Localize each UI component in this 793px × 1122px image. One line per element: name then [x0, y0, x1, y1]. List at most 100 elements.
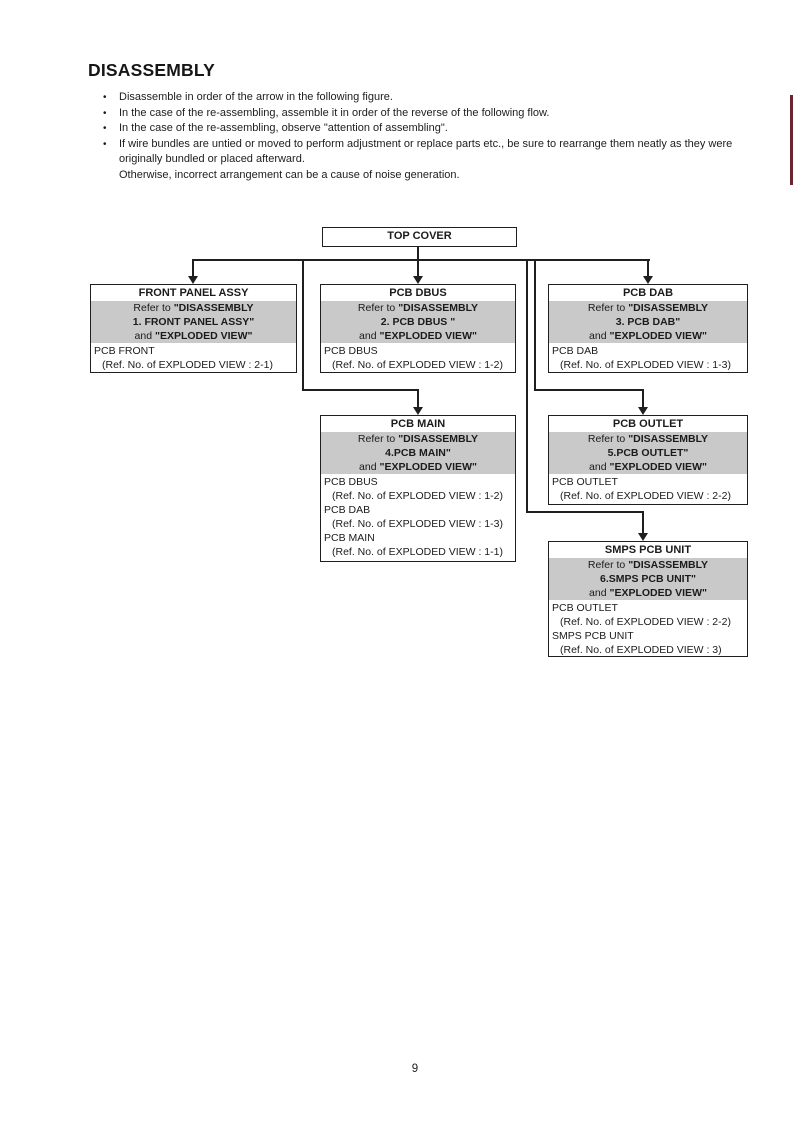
refer-line: 5.PCB OUTLET" — [551, 446, 745, 460]
list-item: • In the case of the re-assembling, obse… — [103, 121, 775, 137]
refer-prefix: and — [589, 330, 610, 342]
instruction-text: Disassemble in order of the arrow in the… — [119, 91, 393, 103]
refer-bold: "DISASSEMBLY — [173, 302, 254, 314]
refer-prefix: and — [359, 330, 380, 342]
flow-box-pcb-dab: PCB DAB Refer to "DISASSEMBLY 3. PCB DAB… — [548, 284, 748, 373]
refer-section: Refer to "DISASSEMBLY 6.SMPS PCB UNIT" a… — [549, 558, 747, 600]
refer-section: Refer to "DISASSEMBLY 1. FRONT PANEL ASS… — [91, 301, 296, 343]
connector-drop-front-panel — [192, 259, 194, 277]
connector-drop-pcb-outlet — [642, 389, 644, 409]
refer-line: and "EXPLODED VIEW" — [93, 329, 294, 343]
refer-prefix: and — [589, 461, 610, 473]
refer-line: and "EXPLODED VIEW" — [551, 586, 745, 600]
arrow-down-icon — [413, 407, 423, 415]
refer-section: Refer to "DISASSEMBLY 2. PCB DBUS " and … — [321, 301, 515, 343]
connector-drop-pcb-main — [417, 389, 419, 409]
refer-section: Refer to "DISASSEMBLY 4.PCB MAIN" and "E… — [321, 432, 515, 474]
flow-box-title: PCB OUTLET — [612, 418, 684, 430]
refer-line: and "EXPLODED VIEW" — [551, 329, 745, 343]
refer-section: Refer to "DISASSEMBLY 3. PCB DAB" and "E… — [549, 301, 747, 343]
refer-line: Refer to "DISASSEMBLY — [93, 301, 294, 315]
connector-drop-smps — [642, 511, 644, 535]
flow-box-smps-pcb-unit: SMPS PCB UNIT Refer to "DISASSEMBLY 6.SM… — [548, 541, 748, 657]
item-ref: (Ref. No. of EXPLODED VIEW : 2-2) — [560, 490, 731, 502]
item-name: SMPS PCB UNIT — [552, 630, 634, 642]
instruction-text-line: If wire bundles are untied or moved to p… — [119, 137, 733, 166]
refer-line: Refer to "DISASSEMBLY — [551, 558, 745, 572]
refer-bold: "EXPLODED VIEW" — [379, 461, 477, 473]
bullet-icon: • — [103, 123, 107, 134]
page-edge-mark — [790, 95, 793, 185]
item-ref: (Ref. No. of EXPLODED VIEW : 2-2) — [560, 616, 731, 628]
item-ref: (Ref. No. of EXPLODED VIEW : 1-2) — [332, 359, 503, 371]
flow-box-title: PCB DBUS — [389, 287, 447, 299]
refer-prefix: Refer to — [587, 433, 629, 445]
bullet-icon: • — [103, 107, 107, 119]
refer-line: 3. PCB DAB" — [551, 315, 745, 329]
refer-line: Refer to "DISASSEMBLY — [551, 301, 745, 315]
connector-drop-pcb-dab — [647, 259, 649, 277]
refer-line: and "EXPLODED VIEW" — [323, 329, 513, 343]
instruction-note: Otherwise, incorrect arrangement can be … — [119, 168, 460, 181]
refer-bold: "DISASSEMBLY — [628, 433, 709, 445]
item-ref: (Ref. No. of EXPLODED VIEW : 3) — [560, 644, 722, 656]
list-item: • If wire bundles are untied or moved to… — [103, 137, 775, 184]
item-ref: (Ref. No. of EXPLODED VIEW : 1-1) — [332, 546, 503, 558]
refer-bold: "EXPLODED VIEW" — [609, 461, 707, 473]
refer-line: Refer to "DISASSEMBLY — [323, 432, 513, 446]
flow-box-title: PCB DAB — [622, 287, 674, 299]
refer-bold: 4.PCB MAIN" — [385, 447, 451, 459]
item-ref: (Ref. No. of EXPLODED VIEW : 1-3) — [332, 518, 503, 530]
flow-box-title: PCB MAIN — [390, 418, 446, 430]
refer-bold: 3. PCB DAB" — [615, 316, 681, 328]
flow-box-pcb-outlet: PCB OUTLET Refer to "DISASSEMBLY 5.PCB O… — [548, 415, 748, 505]
refer-line: Refer to "DISASSEMBLY — [551, 432, 745, 446]
flow-box-front-panel-assy: FRONT PANEL ASSY Refer to "DISASSEMBLY 1… — [90, 284, 297, 373]
page-title: DISASSEMBLY — [88, 60, 215, 80]
arrow-down-icon — [413, 276, 423, 284]
item-name: PCB DBUS — [324, 345, 378, 357]
refer-prefix: and — [359, 461, 380, 473]
refer-prefix: Refer to — [587, 559, 629, 571]
refer-bold: 6.SMPS PCB UNIT" — [600, 573, 696, 585]
refer-bold: 1. FRONT PANEL ASSY" — [132, 316, 255, 328]
item-ref: (Ref. No. of EXPLODED VIEW : 1-2) — [332, 490, 503, 502]
bullet-icon: • — [103, 92, 107, 103]
instruction-text: In the case of the re-assembling, observ… — [119, 122, 448, 134]
refer-bold: "DISASSEMBLY — [628, 559, 709, 571]
refer-bold: 5.PCB OUTLET" — [607, 447, 689, 459]
items-section: PCB DBUS (Ref. No. of EXPLODED VIEW : 1-… — [321, 343, 515, 372]
connector-vertical-pcb-outlet — [534, 259, 536, 391]
connector-horizontal-bar — [192, 259, 650, 261]
refer-bold: "EXPLODED VIEW" — [609, 587, 707, 599]
refer-bold: "EXPLODED VIEW" — [154, 330, 253, 342]
connector-drop-pcb-dbus — [417, 259, 419, 277]
flow-box-title: TOP COVER — [387, 230, 452, 242]
items-section: PCB DBUS (Ref. No. of EXPLODED VIEW : 1-… — [321, 474, 515, 559]
instruction-text: If wire bundles are untied or moved to p… — [119, 137, 775, 184]
item-name: PCB MAIN — [324, 532, 375, 544]
refer-bold: "DISASSEMBLY — [398, 433, 479, 445]
item-name: PCB OUTLET — [552, 476, 618, 488]
items-section: PCB OUTLET (Ref. No. of EXPLODED VIEW : … — [549, 474, 747, 503]
disassembly-flowchart: TOP COVER FRONT PANEL ASSY Refer to "DIS… — [90, 227, 748, 657]
arrow-down-icon — [188, 276, 198, 284]
list-item: • Disassemble in order of the arrow in t… — [103, 90, 775, 106]
refer-prefix: Refer to — [357, 302, 399, 314]
arrow-down-icon — [643, 276, 653, 284]
flow-box-title: SMPS PCB UNIT — [604, 544, 692, 556]
refer-bold: 2. PCB DBUS " — [380, 316, 456, 328]
refer-prefix: Refer to — [587, 302, 629, 314]
refer-section: Refer to "DISASSEMBLY 5.PCB OUTLET" and … — [549, 432, 747, 474]
flow-box-title: FRONT PANEL ASSY — [138, 287, 249, 299]
connector-root-stub — [417, 247, 419, 261]
refer-line: 4.PCB MAIN" — [323, 446, 513, 460]
items-section: PCB DAB (Ref. No. of EXPLODED VIEW : 1-3… — [549, 343, 747, 372]
refer-prefix: Refer to — [357, 433, 399, 445]
refer-bold: "DISASSEMBLY — [628, 302, 709, 314]
item-name: PCB FRONT — [94, 345, 155, 357]
refer-bold: "DISASSEMBLY — [398, 302, 479, 314]
item-ref: (Ref. No. of EXPLODED VIEW : 1-3) — [560, 359, 731, 371]
flow-box-top-cover: TOP COVER — [322, 227, 517, 247]
